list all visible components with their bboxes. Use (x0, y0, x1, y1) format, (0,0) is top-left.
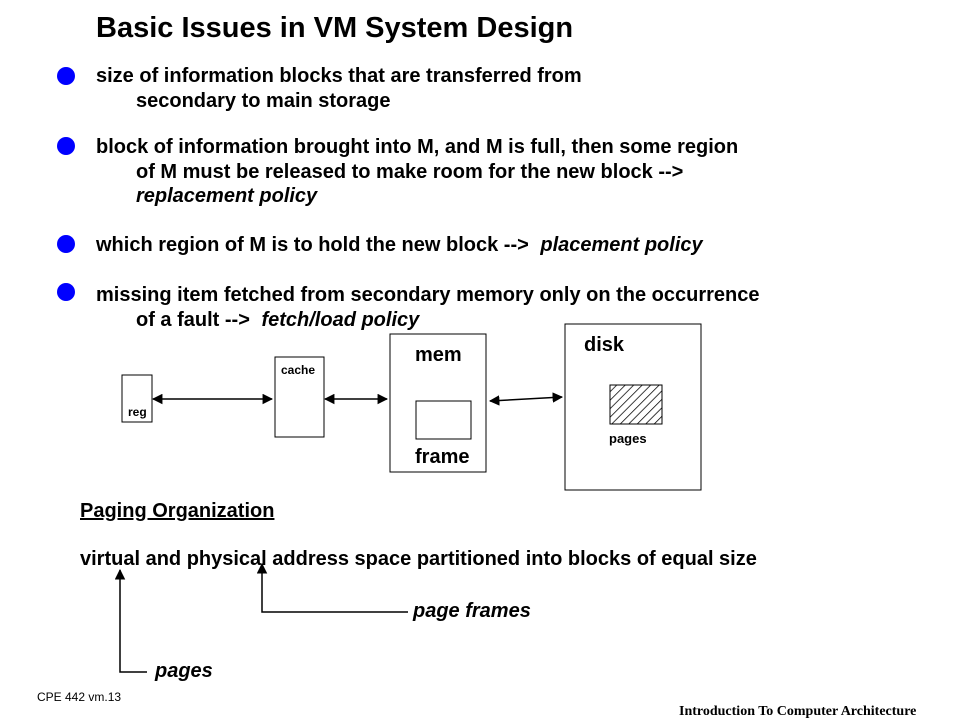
paging-description: virtual and physical address space parti… (80, 548, 757, 570)
reg-label: reg (128, 405, 147, 419)
paging-heading: Paging Organization (80, 500, 275, 522)
pages-diagram-label: pages (609, 431, 647, 446)
frame-box (415, 400, 472, 440)
placement-policy-term: placement policy (540, 234, 703, 256)
cache-label: cache (281, 363, 316, 377)
pages-pointer (114, 568, 147, 673)
bullet-1-line2: secondary to main storage (136, 89, 391, 112)
page-hatched-box (609, 384, 663, 425)
frame-label: frame (415, 446, 470, 468)
pages-callout: pages (155, 660, 213, 682)
bullet-2: block of information brought into M, and… (96, 135, 738, 209)
bullet-4: missing item fetched from secondary memo… (96, 283, 760, 332)
bullet-1: size of information blocks that are tran… (96, 64, 582, 113)
slide-title: Basic Issues in VM System Design (96, 12, 574, 44)
bullet-2-line2: of M must be released to make room for t… (136, 160, 684, 183)
page-frames-callout: page frames (413, 600, 531, 622)
page-frames-pointer (256, 562, 408, 613)
bullet-dot (57, 235, 75, 253)
mem-label: mem (415, 344, 462, 366)
bullet-3: which region of M is to hold the new blo… (96, 233, 703, 258)
bullet-4-line2: of a fault --> (136, 308, 250, 331)
bullet-1-line1: size of information blocks that are tran… (96, 65, 582, 87)
reg-box (121, 374, 153, 423)
mem-disk-arrow (488, 392, 564, 406)
bullet-3-line1: which region of M is to hold the new blo… (96, 234, 529, 256)
fetch-load-policy-term: fetch/load policy (261, 308, 420, 331)
bullet-dot (57, 283, 75, 301)
footer-course: Introduction To Computer Architecture (679, 704, 917, 719)
bullet-dot (57, 67, 75, 85)
bullet-2-line1: block of information brought into M, and… (96, 136, 739, 158)
replacement-policy-term: replacement policy (136, 185, 318, 207)
disk-label: disk (584, 334, 625, 356)
footer-slide-id: CPE 442 vm.13 (37, 690, 122, 704)
bullet-4-line1: missing item fetched from secondary memo… (96, 284, 760, 306)
bullet-dot (57, 137, 75, 155)
cache-box (274, 356, 325, 438)
